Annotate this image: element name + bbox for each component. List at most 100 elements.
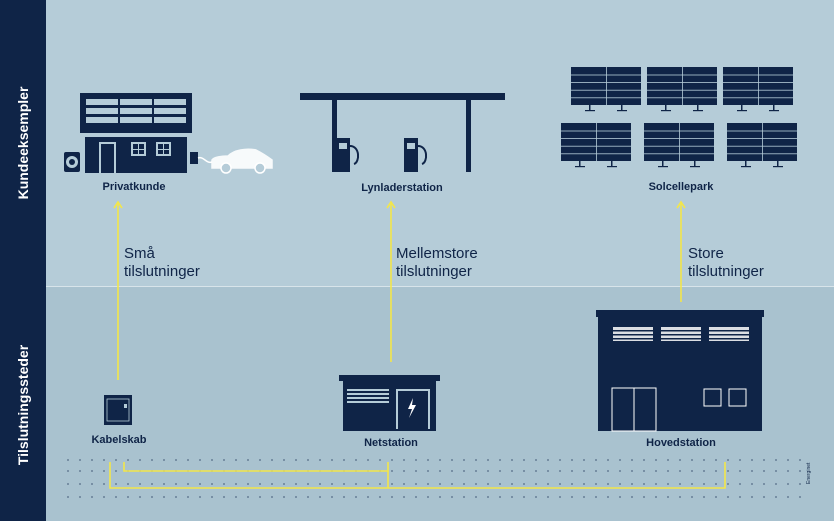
grid-dot bbox=[103, 483, 105, 485]
grid-dot bbox=[619, 496, 621, 498]
grid-dot bbox=[235, 483, 237, 485]
grid-dot bbox=[115, 496, 117, 498]
grid-dot bbox=[223, 459, 225, 461]
grid-dot bbox=[211, 459, 213, 461]
grid-dot bbox=[295, 483, 297, 485]
grid-dot bbox=[571, 459, 573, 461]
grid-dot bbox=[307, 483, 309, 485]
grid-dot bbox=[367, 496, 369, 498]
grid-dot bbox=[235, 459, 237, 461]
grid-dot bbox=[319, 459, 321, 461]
grid-dot bbox=[343, 483, 345, 485]
grid-dot bbox=[439, 496, 441, 498]
grid-dot bbox=[115, 483, 117, 485]
grid-dot bbox=[631, 470, 633, 472]
grid-dot bbox=[187, 496, 189, 498]
grid-dot bbox=[247, 459, 249, 461]
grid-dot bbox=[67, 496, 69, 498]
grid-dot bbox=[127, 496, 129, 498]
grid-dot bbox=[211, 496, 213, 498]
grid-dot bbox=[739, 483, 741, 485]
grid-dot bbox=[67, 483, 69, 485]
grid-dot bbox=[187, 483, 189, 485]
solar-panel-icon bbox=[571, 67, 641, 112]
grid-dot bbox=[763, 483, 765, 485]
grid-dot bbox=[463, 483, 465, 485]
grid-dot bbox=[283, 483, 285, 485]
grid-dot bbox=[679, 459, 681, 461]
grid-dot bbox=[403, 496, 405, 498]
grid-dot bbox=[751, 470, 753, 472]
grid-dot bbox=[103, 459, 105, 461]
grid-dot bbox=[79, 483, 81, 485]
grid-dot bbox=[451, 459, 453, 461]
grid-dot bbox=[103, 496, 105, 498]
caption-solcellepark: Solcellepark bbox=[648, 181, 714, 193]
grid-dot bbox=[115, 470, 117, 472]
band-divider bbox=[0, 286, 834, 287]
grid-dot bbox=[763, 470, 765, 472]
grid-dot bbox=[115, 459, 117, 461]
grid-dot bbox=[535, 483, 537, 485]
grid-dot bbox=[127, 459, 129, 461]
grid-dot bbox=[379, 483, 381, 485]
grid-dot bbox=[667, 459, 669, 461]
grid-dot bbox=[175, 496, 177, 498]
grid-dot bbox=[787, 496, 789, 498]
grid-dot bbox=[595, 459, 597, 461]
arrowhead-small bbox=[113, 200, 123, 209]
grid-dot bbox=[475, 470, 477, 472]
grid-dot bbox=[139, 496, 141, 498]
grid-dot bbox=[415, 483, 417, 485]
grid-dot bbox=[583, 496, 585, 498]
grid-dot bbox=[703, 483, 705, 485]
grid-dot bbox=[331, 496, 333, 498]
grid-dot bbox=[703, 459, 705, 461]
grid-dot bbox=[607, 470, 609, 472]
grid-dot bbox=[295, 496, 297, 498]
grid-dot bbox=[451, 483, 453, 485]
cable-outer bbox=[109, 462, 726, 489]
grid-dot bbox=[715, 470, 717, 472]
grid-dot bbox=[391, 459, 393, 461]
grid-dot bbox=[655, 496, 657, 498]
grid-dot bbox=[475, 483, 477, 485]
grid-dot bbox=[595, 470, 597, 472]
grid-dot bbox=[667, 483, 669, 485]
grid-dot bbox=[691, 496, 693, 498]
grid-dot bbox=[751, 483, 753, 485]
grid-dot bbox=[175, 483, 177, 485]
grid-dot bbox=[211, 483, 213, 485]
grid-dot bbox=[787, 470, 789, 472]
grid-dot bbox=[799, 470, 801, 472]
grid-dot bbox=[799, 459, 801, 461]
grid-dot bbox=[595, 483, 597, 485]
cable-lines bbox=[109, 462, 726, 489]
grid-dot bbox=[763, 496, 765, 498]
grid-dot bbox=[511, 459, 513, 461]
grid-dot bbox=[451, 470, 453, 472]
grid-dot bbox=[619, 483, 621, 485]
grid-dot bbox=[259, 483, 261, 485]
grid-dot bbox=[499, 459, 501, 461]
lightning-icon bbox=[408, 398, 416, 418]
canopy-roof bbox=[300, 93, 505, 100]
grid-dot bbox=[607, 483, 609, 485]
grid-dot bbox=[151, 496, 153, 498]
grid-dot bbox=[367, 483, 369, 485]
grid-dot bbox=[439, 470, 441, 472]
grid-dot bbox=[499, 496, 501, 498]
grid-dot bbox=[631, 459, 633, 461]
grid-dot bbox=[523, 459, 525, 461]
grid-dot bbox=[523, 483, 525, 485]
cabinet-body bbox=[104, 395, 132, 425]
grid-dot bbox=[175, 459, 177, 461]
main-station-roof bbox=[596, 310, 764, 317]
grid-dot bbox=[67, 470, 69, 472]
cable-cabinet-icon bbox=[104, 395, 132, 425]
charging-station-icon bbox=[300, 93, 505, 172]
grid-dot bbox=[511, 483, 513, 485]
grid-dot bbox=[475, 496, 477, 498]
grid-dot bbox=[799, 496, 801, 498]
